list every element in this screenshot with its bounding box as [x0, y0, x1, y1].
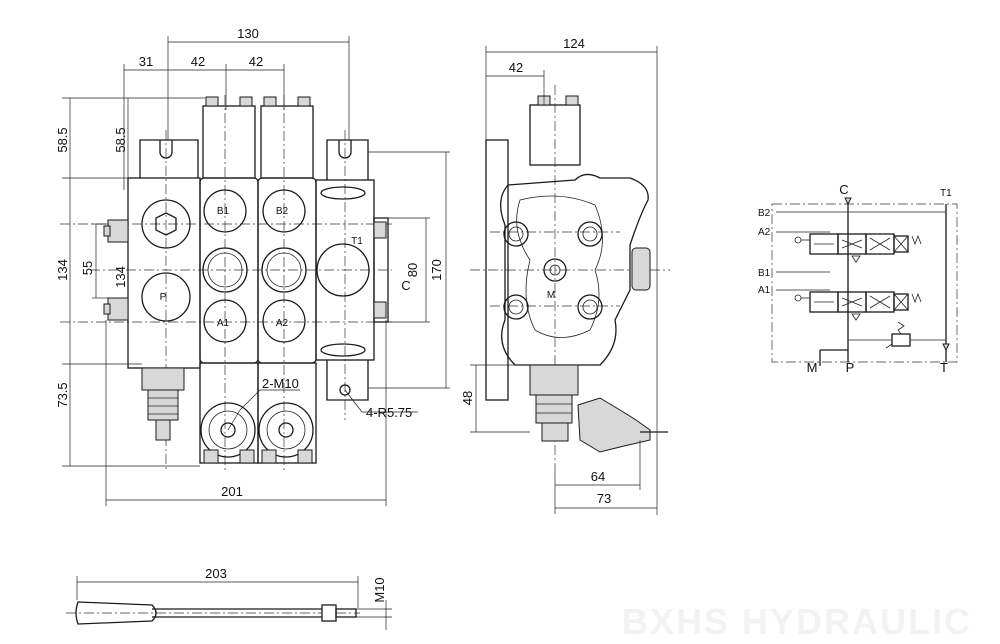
hydraulic-schematic: C T1 B2 A2 B1 A1 M P T — [758, 182, 958, 375]
dim-48: 48 — [460, 391, 475, 405]
inlet-port-top — [141, 199, 191, 249]
label-4-r5-75: 4-R5.75 — [366, 405, 412, 420]
dim-130: 130 — [237, 26, 259, 41]
dim-58-5-outer: 58.5 — [55, 127, 70, 152]
side-solenoid — [529, 104, 581, 166]
front-dimensions: 130 31 42 42 58.5 134 73.5 58.5 55 134 8… — [55, 26, 450, 506]
front-view — [60, 95, 392, 470]
handle-drawing: 203 M10 — [66, 566, 392, 630]
schematic-b1: B1 — [758, 268, 771, 279]
schematic-a2: A2 — [758, 227, 771, 238]
port-p: P — [160, 292, 167, 303]
side-view — [470, 85, 670, 470]
schematic-m: M — [807, 360, 818, 375]
spool-valve-upper — [794, 233, 922, 263]
dim-m10-handle: M10 — [372, 577, 387, 602]
inlet-lug — [139, 139, 199, 178]
schematic-p: P — [846, 360, 855, 375]
dim-31: 31 — [139, 54, 153, 69]
side-dimensions: 124 42 48 64 73 M — [460, 36, 658, 515]
dim-134-inner: 134 — [113, 266, 128, 288]
solenoid-1 — [202, 105, 256, 179]
port-m-side: M — [547, 290, 555, 301]
schematic-t: T — [940, 360, 948, 375]
spool-valve-lower — [794, 291, 922, 321]
outlet-port-c — [316, 243, 370, 297]
port-b2: B2 — [276, 206, 289, 217]
schematic-b2: B2 — [758, 208, 771, 219]
dim-42-side: 42 — [509, 60, 523, 75]
dim-58-5-inner: 58.5 — [113, 127, 128, 152]
dim-170: 170 — [429, 259, 444, 281]
dim-55: 55 — [80, 261, 95, 275]
dim-42-b: 42 — [249, 54, 263, 69]
dim-73: 73 — [597, 491, 611, 506]
port-a2: A2 — [276, 318, 289, 329]
side-flange — [485, 139, 509, 401]
handle-grip — [75, 601, 157, 625]
lever-housing-2 — [257, 362, 317, 464]
port-t1: T1 — [351, 236, 363, 247]
inlet-port-p — [141, 272, 191, 322]
solenoid-2 — [260, 105, 314, 179]
label-2-m10: 2-M10 — [262, 376, 299, 391]
side-body — [500, 173, 649, 366]
dim-201: 201 — [221, 484, 243, 499]
dim-73-5: 73.5 — [55, 382, 70, 407]
schematic-a1: A1 — [758, 285, 771, 296]
dim-124: 124 — [563, 36, 585, 51]
dim-64: 64 — [591, 469, 605, 484]
dim-80: 80 — [405, 263, 420, 277]
dim-203: 203 — [205, 566, 227, 581]
schematic-t1: T1 — [940, 188, 952, 199]
schematic-c: C — [839, 182, 848, 197]
relief-valve — [141, 367, 185, 391]
port-b1: B1 — [217, 206, 230, 217]
dim-134-outer: 134 — [55, 259, 70, 281]
relief-valve-symbol — [891, 333, 911, 347]
schematic-boundary — [771, 203, 958, 363]
port-a1: A1 — [217, 318, 230, 329]
lever-boot — [577, 397, 651, 453]
dim-42-a: 42 — [191, 54, 205, 69]
watermark: BXHS HYDRAULIC — [622, 601, 972, 642]
port-c: C — [401, 278, 410, 293]
